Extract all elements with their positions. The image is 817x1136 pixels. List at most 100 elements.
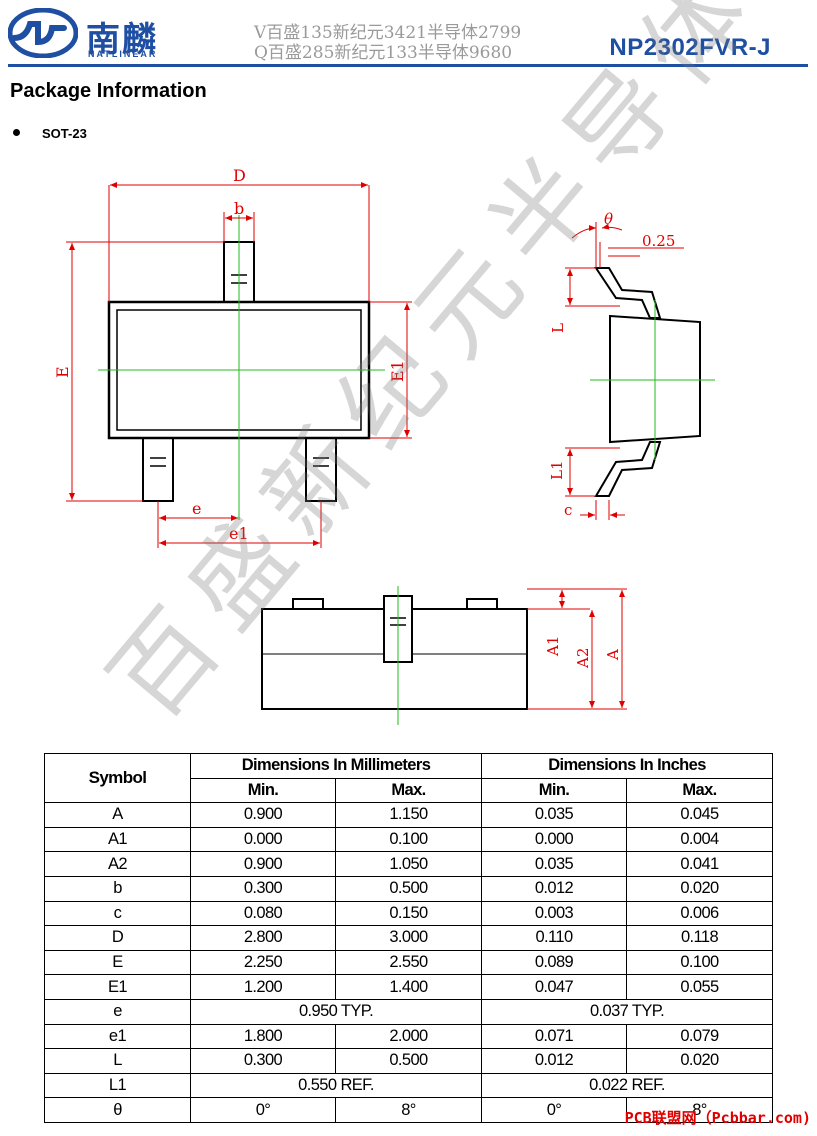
inch-max-cell: 0.041 (626, 851, 773, 877)
label-L1: L1 (548, 460, 566, 480)
mm-max-cell: 1.050 (335, 851, 482, 877)
inch-min-header: Min. (481, 777, 627, 804)
inch-min-cell: 0.012 (481, 875, 627, 902)
inch-min-cell: 0.012 (481, 1048, 627, 1074)
part-number: NP2302FVR-J (609, 34, 771, 61)
symbol-cell: A (44, 802, 191, 828)
mm-max-cell: 1.150 (335, 802, 482, 828)
mm-min-cell: 2.250 (190, 949, 336, 976)
section-title: Package Information (10, 80, 207, 102)
symbol-cell: L1 (44, 1072, 191, 1099)
symbol-cell: θ (44, 1097, 191, 1123)
package-outline-drawing: D b E E1 e e1 (53, 166, 715, 725)
label-L: L (549, 323, 567, 333)
inch-min-cell: 0° (481, 1097, 627, 1123)
inch-max-cell: 0.045 (626, 802, 773, 828)
label-D: D (233, 166, 246, 185)
dimension-table: Symbol Dimensions In Millimeters Dimensi… (44, 752, 773, 1123)
header-watermark-line-2: Q百盛285新纪元133半导体9680 (254, 43, 513, 63)
inch-min-cell: 0.047 (481, 974, 627, 1000)
label-e: e (192, 499, 201, 518)
inch-max-cell: 0.004 (626, 826, 773, 853)
mm-max-cell: 0.500 (335, 1048, 482, 1074)
label-e1: e1 (229, 524, 249, 543)
symbol-cell: e1 (44, 1023, 191, 1050)
mm-max-cell: 0.150 (335, 900, 482, 927)
symbol-cell: D (44, 925, 191, 951)
mm-min-cell: 0.300 (190, 1048, 336, 1074)
label-theta: θ (604, 210, 613, 228)
inch-min-cell: 0.035 (481, 851, 627, 877)
mm-merged-cell: 0.950 TYP. (190, 998, 482, 1025)
mm-min-cell: 0.900 (190, 802, 336, 828)
mm-max-cell: 3.000 (335, 925, 482, 951)
logo-chinese-text: 南麟 (86, 20, 158, 60)
mm-min-header: Min. (190, 777, 336, 804)
inch-max-header: Max. (626, 777, 773, 804)
inch-min-cell: 0.071 (481, 1023, 627, 1050)
label-A: A (604, 649, 622, 661)
symbol-cell: E1 (44, 974, 191, 1000)
symbol-cell: A1 (44, 826, 191, 853)
header-rule (8, 64, 808, 67)
mm-max-header: Max. (335, 777, 482, 804)
header-watermark-line-1: V百盛135新纪元3421半导体2799 (254, 23, 522, 43)
mm-min-cell: 1.200 (190, 974, 336, 1000)
mm-max-cell: 1.400 (335, 974, 482, 1000)
symbol-cell: b (44, 875, 191, 902)
front-view: A1 A2 A (261, 586, 627, 725)
bullet-icon (13, 129, 20, 136)
inch-max-cell: 0.055 (626, 974, 773, 1000)
label-E1: E1 (388, 360, 407, 382)
label-c: c (564, 501, 572, 519)
package-name: SOT-23 (42, 126, 87, 141)
label-gauge: 0.25 (642, 232, 675, 250)
mm-min-cell: 0.000 (190, 826, 336, 853)
label-A1: A1 (544, 636, 562, 657)
mm-min-cell: 2.800 (190, 925, 336, 951)
mm-merged-cell: 0.550 REF. (190, 1072, 482, 1099)
inch-max-cell: 0.020 (626, 875, 773, 902)
inch-max-cell: 0.100 (626, 949, 773, 976)
inch-merged-cell: 0.037 TYP. (481, 998, 773, 1025)
inch-min-cell: 0.003 (481, 900, 627, 927)
mm-min-cell: 0° (190, 1097, 336, 1123)
mm-min-cell: 0.900 (190, 851, 336, 877)
table-header-row: Symbol Dimensions In Millimeters Dimensi… (44, 752, 773, 804)
natlinear-logo-icon (8, 8, 78, 58)
mm-max-cell: 0.100 (335, 826, 482, 853)
inch-min-cell: 0.035 (481, 802, 627, 828)
inch-max-cell: 0.118 (626, 925, 773, 951)
mm-max-cell: 2.550 (335, 949, 482, 976)
inch-min-cell: 0.110 (481, 925, 627, 951)
mm-max-cell: 2.000 (335, 1023, 482, 1050)
inch-min-cell: 0.000 (481, 826, 627, 853)
inch-max-cell: 0.079 (626, 1023, 773, 1050)
symbol-cell: e (44, 998, 191, 1025)
mm-min-cell: 1.800 (190, 1023, 336, 1050)
mm-min-cell: 0.080 (190, 900, 336, 927)
symbol-cell: A2 (44, 851, 191, 877)
symbol-cell: E (44, 949, 191, 976)
top-view: D b E E1 e e1 (53, 166, 412, 548)
inch-max-cell: 8° (626, 1097, 773, 1123)
inch-max-cell: 0.006 (626, 900, 773, 927)
label-A2: A2 (574, 648, 592, 669)
inch-min-cell: 0.089 (481, 949, 627, 976)
side-view: θ 0.25 L L1 c (548, 210, 715, 520)
mm-min-cell: 0.300 (190, 875, 336, 902)
label-E: E (53, 366, 72, 378)
symbol-cell: L (44, 1048, 191, 1074)
